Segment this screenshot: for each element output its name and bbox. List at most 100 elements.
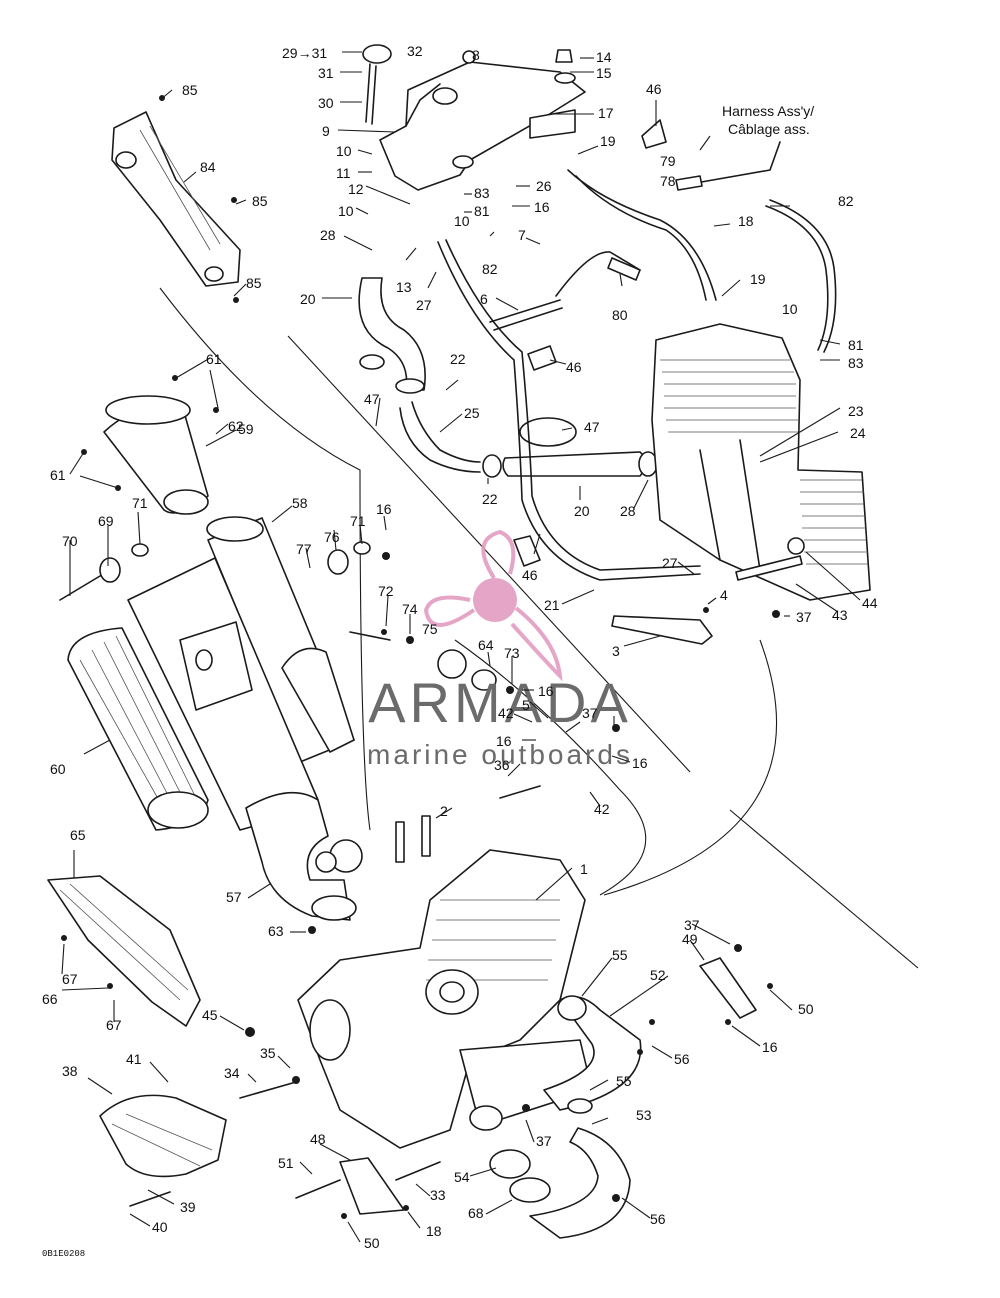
callout-72: 72 <box>378 583 394 599</box>
hose-20-lower <box>502 451 647 477</box>
callout-53: 53 <box>636 1107 652 1123</box>
callout-22: 22 <box>482 491 498 507</box>
callout-50: 50 <box>798 1001 814 1017</box>
callout-55: 55 <box>616 1073 632 1089</box>
callout-65: 65 <box>70 827 86 843</box>
callout-25: 25 <box>464 405 480 421</box>
callout-71: 71 <box>132 495 148 511</box>
exhaust-pipe-57 <box>245 791 351 921</box>
callout-16: 16 <box>538 683 554 699</box>
callout-35: 35 <box>260 1045 276 1061</box>
callout-16: 16 <box>632 755 648 771</box>
callout-85: 85 <box>182 82 198 98</box>
callout-38: 38 <box>62 1063 78 1079</box>
callout-75: 75 <box>422 621 438 637</box>
callout-81: 81 <box>848 337 864 353</box>
callout-48: 48 <box>310 1131 326 1147</box>
callout-41: 41 <box>126 1051 142 1067</box>
callout-49: 49 <box>682 931 698 947</box>
guide-line <box>603 639 778 896</box>
callout-24: 24 <box>850 425 866 441</box>
callout-81: 81 <box>474 203 490 219</box>
callout-28: 28 <box>320 227 336 243</box>
callout-14: 14 <box>596 49 612 65</box>
callout-47: 47 <box>584 419 600 435</box>
callout-36: 36 <box>494 757 510 773</box>
callout-78: 78 <box>660 173 676 189</box>
callout-20: 20 <box>300 291 316 307</box>
callout-56: 56 <box>674 1051 690 1067</box>
callout-10: 10 <box>338 203 354 219</box>
callout-85: 85 <box>252 193 268 209</box>
callout-39: 39 <box>180 1199 196 1215</box>
callout-47: 47 <box>364 391 380 407</box>
callout-74: 74 <box>402 601 418 617</box>
callout-84: 84 <box>200 159 216 175</box>
callout-4: 4 <box>720 587 728 603</box>
shield-65 <box>47 875 201 1027</box>
callout-37: 37 <box>684 917 700 933</box>
callout-42: 42 <box>594 801 610 817</box>
callout-12: 12 <box>348 181 364 197</box>
callout-21: 21 <box>544 597 560 613</box>
heat-shield-84 <box>111 111 241 287</box>
engine-lower <box>297 849 593 1149</box>
watermark-tagline: marine outboards <box>367 739 633 770</box>
callout-67: 67 <box>106 1017 122 1033</box>
callout-69: 69 <box>98 513 114 529</box>
callout-54: 54 <box>454 1169 470 1185</box>
callout-42: 42 <box>498 705 514 721</box>
callout-18: 18 <box>426 1223 442 1239</box>
callout-37: 37 <box>536 1133 552 1149</box>
callout-27: 27 <box>662 555 678 571</box>
callout-30: 30 <box>318 95 334 111</box>
callout-16: 16 <box>534 199 550 215</box>
callout-10: 10 <box>782 301 798 317</box>
callout-26: 26 <box>536 178 552 194</box>
armada-watermark: ARMADA marine outboards <box>367 529 633 770</box>
callout-6: 6 <box>480 291 488 307</box>
figure-code: 0B1E0208 <box>42 1249 85 1259</box>
callout-83: 83 <box>474 185 490 201</box>
callout-2: 2 <box>440 803 448 819</box>
exhaust-manifold-52 <box>543 995 642 1111</box>
callout-43: 43 <box>832 607 848 623</box>
callout-44: 44 <box>862 595 878 611</box>
callout-15: 15 <box>596 65 612 81</box>
hose-20-upper <box>358 277 426 391</box>
callout-58: 58 <box>292 495 308 511</box>
callout-57: 57 <box>226 889 242 905</box>
callout-82: 82 <box>482 261 498 277</box>
callout-61: 61 <box>50 467 66 483</box>
callout-23: 23 <box>848 403 864 419</box>
callout-59: 59 <box>238 421 254 437</box>
callout-46: 46 <box>566 359 582 375</box>
guide-line <box>159 287 371 831</box>
callout-70: 70 <box>62 533 78 549</box>
callout-51: 51 <box>278 1155 294 1171</box>
callout-64: 64 <box>478 637 494 653</box>
callout-67: 67 <box>62 971 78 987</box>
oil-cap <box>362 44 392 64</box>
guide-line <box>729 809 919 969</box>
callout-46: 46 <box>646 81 662 97</box>
callout-60: 60 <box>50 761 66 777</box>
callout-34: 34 <box>224 1065 240 1081</box>
callout-66: 66 <box>42 991 58 1007</box>
callout-31: 31 <box>318 65 334 81</box>
harness-label-en: Harness Ass'y/ <box>722 103 814 119</box>
callout-73: 73 <box>504 645 520 661</box>
harness-label-fr: Câblage ass. <box>728 121 810 137</box>
callout-5: 5 <box>522 697 530 713</box>
callout-16: 16 <box>762 1039 778 1055</box>
callout-55: 55 <box>612 947 628 963</box>
callout-19: 19 <box>600 133 616 149</box>
callout-82: 82 <box>838 193 854 209</box>
callout-52: 52 <box>650 967 666 983</box>
callout-37: 37 <box>796 609 812 625</box>
callout-28: 28 <box>620 503 636 519</box>
callout-45: 45 <box>202 1007 218 1023</box>
leader-lines <box>61 51 861 1243</box>
callout-18: 18 <box>738 213 754 229</box>
